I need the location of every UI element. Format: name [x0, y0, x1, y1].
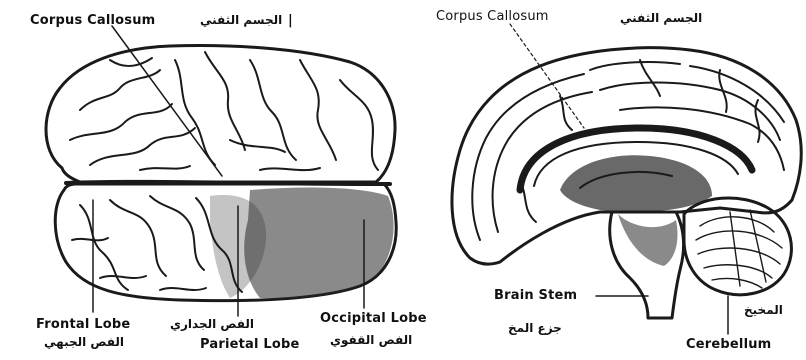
occipital-lobe-arabic: الفص القفوي: [330, 334, 412, 346]
brain-stem-arabic: جزع المخ: [508, 322, 562, 334]
frontal-lobe-arabic: الفص الجبهي: [44, 336, 124, 348]
corpus-callosum-arabic-right: الجسم الثفني: [620, 12, 702, 24]
corpus-callosum-label-right: Corpus Callosum: [436, 10, 549, 23]
top-view-brain: [46, 26, 396, 316]
corpus-callosum-label-left: Corpus Callosum: [30, 14, 155, 27]
parietal-lobe-arabic: الفص الجداري: [170, 318, 254, 330]
brain-stem-label: Brain Stem: [494, 289, 577, 302]
corpus-callosum-arabic-left: الجسم الثفني: [200, 14, 282, 26]
corner-mark: |: [288, 14, 293, 27]
parietal-lobe-label: Parietal Lobe: [200, 338, 300, 351]
cerebellum-label: Cerebellum: [686, 338, 771, 351]
cerebellum-arabic: المخيخ: [744, 304, 783, 316]
occipital-lobe-label: Occipital Lobe: [320, 312, 427, 325]
frontal-lobe-label: Frontal Lobe: [36, 318, 130, 331]
